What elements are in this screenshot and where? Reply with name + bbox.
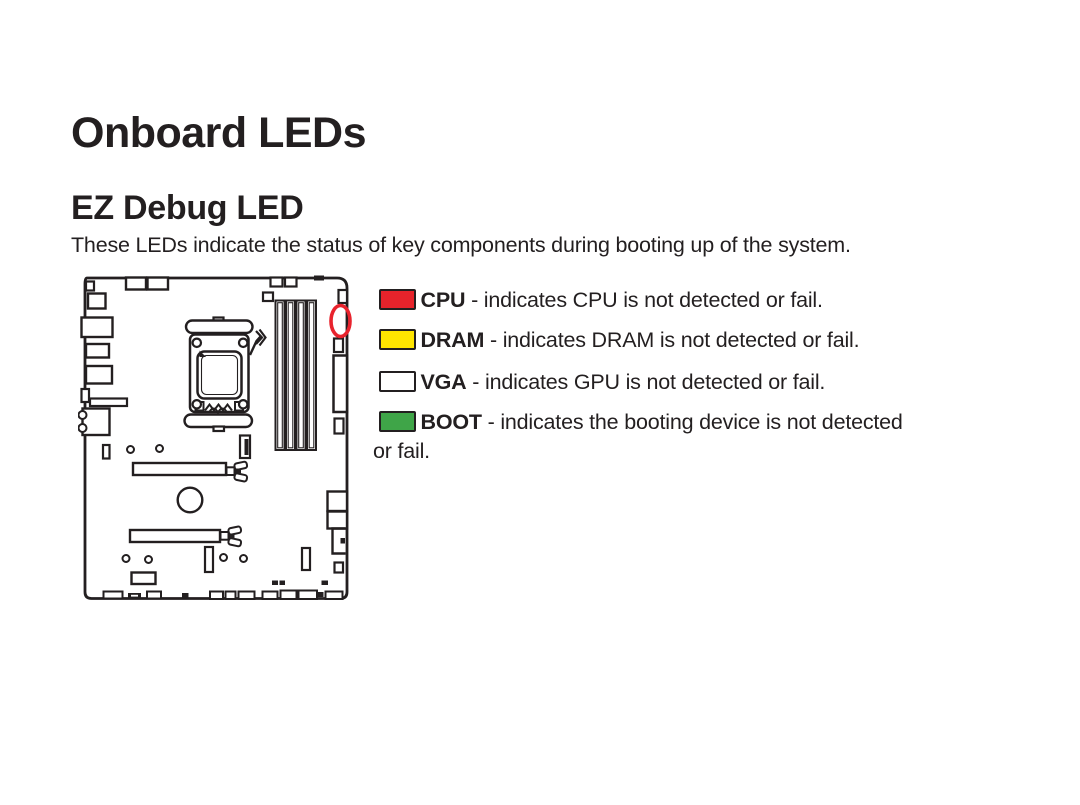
ez-debug-led-highlight: [329, 303, 352, 339]
section-heading: EZ Debug LED: [71, 189, 304, 228]
legend-row-dram: DRAM - indicates DRAM is not detected or…: [373, 326, 925, 355]
dimm-slots: [274, 299, 317, 451]
vga-led-swatch: [378, 371, 416, 392]
legend-description: - indicates CPU is not detected or fail.: [471, 288, 823, 312]
led-legend: CPU - indicates CPU is not detected or f…: [373, 286, 925, 466]
legend-row-cpu: CPU - indicates CPU is not detected or f…: [373, 286, 925, 315]
motherboard-diagram: [78, 275, 352, 600]
socket-lever: [248, 335, 262, 356]
dram-led-swatch: [378, 329, 416, 350]
top-edge-connectors: [124, 275, 324, 303]
pcie-slot-2: [128, 528, 222, 544]
legend-row-vga: VGA - indicates GPU is not detected or f…: [373, 368, 925, 397]
chipset: [176, 486, 204, 514]
intro-text: These LEDs indicate the status of key co…: [71, 232, 851, 257]
cpu-socket: [183, 316, 267, 433]
page-title: Onboard LEDs: [71, 108, 367, 157]
cpu-led-swatch: [378, 289, 416, 310]
legend-row-boot: BOOT - indicates the booting device is n…: [373, 408, 925, 466]
bottom-edge-headers: [102, 580, 344, 600]
legend-description: - indicates DRAM is not detected or fail…: [489, 328, 860, 352]
rear-io-ports: [78, 280, 129, 437]
legend-label: BOOT: [420, 410, 483, 434]
atx-power-connector: [332, 354, 349, 414]
board-middle-components: [101, 434, 312, 586]
legend-description: - indicates GPU is not detected or fail.: [472, 370, 826, 394]
legend-label: CPU: [420, 288, 466, 312]
pcie-slot-1: [131, 461, 228, 477]
right-edge-connectors: [326, 288, 349, 574]
legend-label: DRAM: [420, 328, 485, 352]
legend-description: - indicates the booting device is not de…: [373, 410, 903, 463]
legend-label: VGA: [420, 370, 467, 394]
boot-led-swatch: [378, 411, 416, 432]
